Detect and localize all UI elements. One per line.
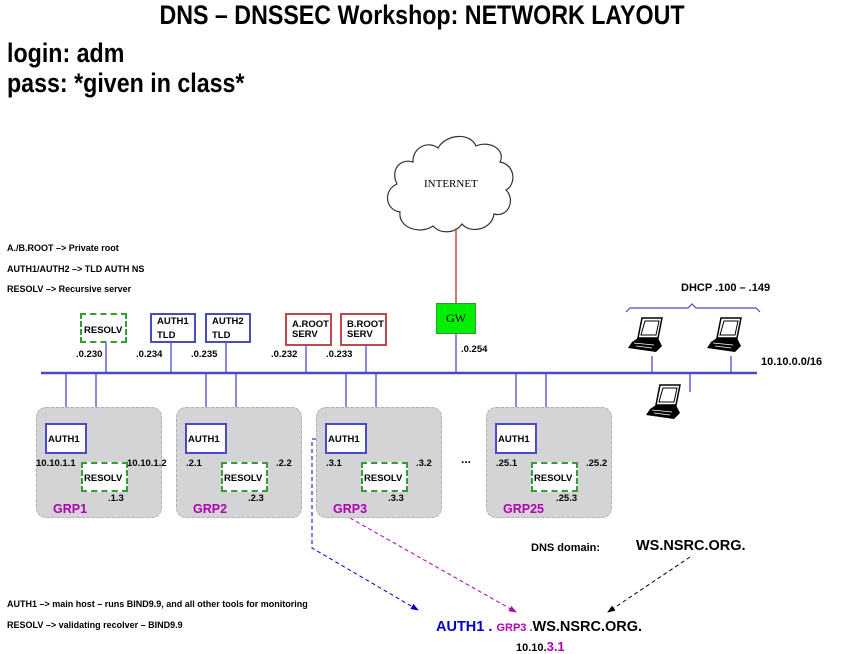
grp1-resolv-box[interactable]: RESOLV — [81, 462, 128, 492]
a-root-box[interactable]: A.ROOT SERV — [285, 313, 332, 346]
grp2-auth-ip: .2.1 — [186, 458, 202, 469]
grp25-auth1-box[interactable]: AUTH1 — [495, 423, 537, 454]
example-ip-suffix: 3.1 — [546, 639, 565, 654]
laptop-icons — [628, 317, 742, 419]
laptop-icon[interactable] — [628, 317, 663, 352]
grp1-label: GRP1 — [53, 502, 88, 516]
b-root-box[interactable]: B.ROOT SERV — [340, 313, 387, 346]
auth2-tld-line1: AUTH2 — [212, 316, 244, 327]
grp3-auth-ip: .3.1 — [326, 458, 342, 469]
grp1-right-ip: 10.10.1.2 — [127, 458, 167, 469]
grp2-auth1-label: AUTH1 — [188, 434, 220, 445]
grp3-resolv-label: RESOLV — [364, 473, 403, 484]
internet-label: INTERNET — [424, 178, 478, 190]
grp1-auth1-label: AUTH1 — [48, 434, 80, 445]
example-domain: WS.NSRC.ORG. — [532, 619, 643, 635]
gateway-ip: .0.254 — [461, 344, 488, 355]
example-ip: 10.10.3.1 — [516, 639, 565, 654]
dhcp-brace — [625, 303, 761, 313]
resolv-server-ip: .0.230 — [76, 349, 103, 360]
domain-arrow — [607, 556, 691, 613]
b-root-ip: .0.233 — [326, 349, 353, 360]
a-root-line2: SERV — [292, 329, 318, 340]
b-root-line1: B.ROOT — [347, 319, 384, 330]
auth1-tld-ip: .0.234 — [136, 349, 163, 360]
grp3-auth1-box[interactable]: AUTH1 — [325, 423, 367, 454]
gateway-label: GW — [446, 311, 466, 325]
internet-cloud-icon — [387, 135, 514, 233]
pass-line: pass: *given in class* — [7, 68, 245, 98]
grp2-resolv-box[interactable]: RESOLV — [221, 462, 268, 492]
laptop-icon[interactable] — [646, 384, 681, 419]
grp25-auth-ip: .25.1 — [496, 458, 518, 469]
server-drops — [105, 333, 732, 392]
grp3-label: GRP3 — [333, 502, 368, 516]
grp2-resolv-label: RESOLV — [224, 473, 263, 484]
a-root-ip: .0.232 — [271, 349, 298, 360]
example-ip-prefix: 10.10. — [516, 642, 547, 654]
example-fqdn: AUTH1 . GRP3 .WS.NSRC.ORG. — [436, 619, 642, 635]
auth1-tld-line1: AUTH1 — [157, 316, 189, 327]
a-root-line1: A.ROOT — [292, 319, 329, 330]
grp3-right-ip: .3.2 — [416, 458, 432, 469]
dhcp-label: DHCP .100 – .149 — [681, 282, 771, 294]
dns-domain-value: WS.NSRC.ORG. — [636, 538, 746, 554]
laptop-icon[interactable] — [707, 317, 742, 352]
grp3-auth1-label: AUTH1 — [328, 434, 360, 445]
grp3-resolv-ip: .3.3 — [388, 493, 404, 504]
grp25-resolv-ip: .25.3 — [556, 493, 578, 504]
grp3-arrow — [349, 517, 517, 613]
legend-root: A./B.ROOT –> Private root — [7, 243, 119, 253]
grp1-auth-ip: 10.10.1.1 — [36, 458, 76, 469]
auth1-tld-box[interactable]: AUTH1 TLD — [150, 313, 196, 343]
grp1-auth1-box[interactable]: AUTH1 — [45, 423, 87, 454]
auth1-arrow — [311, 438, 419, 611]
grp2-right-ip: .2.2 — [276, 458, 292, 469]
subnet-label: 10.10.0.0/16 — [761, 356, 823, 368]
example-group: GRP3 . — [496, 622, 533, 634]
auth2-tld-box[interactable]: AUTH2 TLD — [205, 313, 251, 343]
grp1-resolv-label: RESOLV — [84, 473, 123, 484]
example-host: AUTH1 . — [436, 619, 493, 635]
dns-domain-label: DNS domain: — [531, 542, 601, 554]
grp2-resolv-ip: .2.3 — [248, 493, 264, 504]
grp2-label: GRP2 — [193, 502, 228, 516]
auth1-tld-line2: TLD — [157, 330, 176, 341]
grp1-resolv-ip: .1.3 — [108, 493, 124, 504]
page-title: DNS – DNSSEC Workshop: NETWORK LAYOUT — [159, 0, 685, 30]
legend-resolv: RESOLV –> Recursive server — [7, 284, 132, 294]
b-root-line2: SERV — [347, 329, 373, 340]
login-line: login: adm — [7, 38, 125, 68]
grp25-auth1-label: AUTH1 — [498, 434, 530, 445]
grp25-resolv-box[interactable]: RESOLV — [531, 462, 578, 492]
grp2-auth1-box[interactable]: AUTH1 — [185, 423, 227, 454]
gateway-box[interactable]: GW — [436, 303, 476, 334]
resolv-server-box[interactable]: RESOLV — [80, 313, 127, 343]
grp25-label: GRP25 — [503, 502, 544, 516]
auth2-tld-ip: .0.235 — [191, 349, 218, 360]
grp25-right-ip: .25.2 — [586, 458, 608, 469]
more-groups-ellipsis: ... — [461, 452, 472, 466]
auth2-tld-line2: TLD — [212, 330, 231, 341]
legend-auth: AUTH1/AUTH2 –> TLD AUTH NS — [7, 264, 145, 274]
legend-resolv-role: RESOLV –> validating recolver – BIND9.9 — [7, 620, 183, 630]
resolv-server-label: RESOLV — [84, 325, 123, 336]
grp25-resolv-label: RESOLV — [534, 473, 573, 484]
grp3-resolv-box[interactable]: RESOLV — [361, 462, 408, 492]
legend-auth1-role: AUTH1 –> main host – runs BIND9.9, and a… — [7, 599, 308, 609]
